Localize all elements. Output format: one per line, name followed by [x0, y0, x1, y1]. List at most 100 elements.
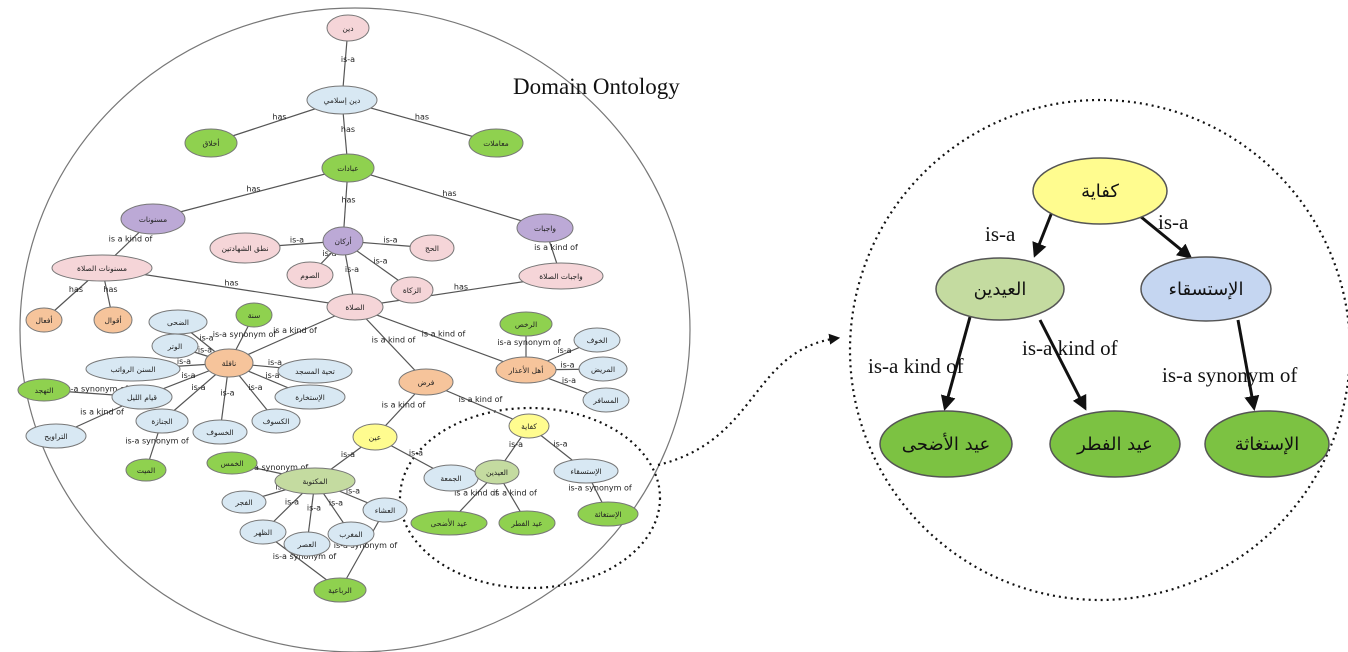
node-shape [410, 510, 488, 536]
node-label: معاملات [483, 139, 508, 148]
node-khawf: الخوف [573, 327, 621, 353]
node-shape [204, 348, 254, 378]
node-label: عين [369, 433, 381, 442]
node-label: الحج [425, 244, 439, 253]
node-mayyit: الميت [125, 458, 167, 482]
node-label: دين إسلامي [324, 96, 361, 105]
node-shape [508, 413, 550, 439]
node-din-islami: دين إسلامي [306, 85, 378, 115]
node-shape [495, 356, 557, 384]
node-sawm: الصوم [286, 261, 334, 289]
zoom-node-shape [1204, 410, 1330, 478]
node-asr: العصر [283, 531, 331, 557]
node-shape [474, 459, 520, 485]
node-qiyam: قيام الليل [111, 384, 173, 410]
node-label: الميت [137, 466, 155, 475]
zoom-node-shape [1032, 157, 1168, 225]
edge-label-istisqa-istighatha: is-a synonym of [568, 484, 632, 493]
node-shape [499, 311, 553, 337]
node-wajibat: واجبات [516, 213, 574, 243]
node-shape [468, 128, 524, 158]
node-label: الجمعة [440, 474, 461, 483]
node-shape [326, 293, 384, 321]
node-isha: العشاء [362, 497, 408, 523]
zoom-edge-label-istisqa-istighatha: is-a synonym of [1162, 363, 1297, 387]
node-label: أقوال [104, 315, 121, 325]
node-label: العصر [297, 540, 317, 549]
zoom-node-istisqa: الإستسقاء [1140, 256, 1272, 322]
edge-label-ayn-jumua: is-a [409, 449, 423, 458]
node-shape [51, 254, 153, 282]
edge-label-masnunat-masnunat_salat: is a kind of [109, 235, 153, 244]
edge-label-eidayn-adha: is a kind of [454, 489, 498, 498]
node-label: الكسوف [263, 417, 290, 426]
node-adha: عيد الأضحى [410, 510, 488, 536]
node-shape [120, 203, 186, 235]
node-eidayn: العيدين [474, 459, 520, 485]
node-label: نافلة [222, 359, 236, 368]
zoom-node-shape [879, 410, 1013, 478]
node-shape [409, 234, 455, 262]
node-aqwal: أقوال [93, 306, 133, 334]
edge-label-ahl_alaadhar-musafir: is-a [562, 376, 576, 385]
edge-label-ahl_alaadhar-rukhas: is-a synonym of [497, 338, 561, 347]
node-rukhas: الرخص [499, 311, 553, 337]
edge-label-maktuba-khams: is-a synonym of [245, 463, 309, 472]
zoom-node-shape [935, 257, 1065, 321]
edge-label-ahl_alaadhar-khawf: is-a [557, 346, 571, 355]
node-label: تحية المسجد [295, 367, 335, 376]
node-label: الجنازة [151, 417, 172, 426]
zoom-node-istighatha: الإستغاثة [1204, 410, 1330, 478]
node-wajibat-salat: واجبات الصلاة [518, 262, 604, 290]
edge-label-nafila-sunan: is-a [177, 357, 191, 366]
edge-label-nafila-qiyam: is-a [181, 371, 195, 380]
node-salat: الصلاة [326, 293, 384, 321]
zoom-edge-kifaya-eidayn [1032, 211, 1054, 258]
node-zuhr: الظهر [239, 519, 287, 545]
node-sunan: السنن الرواتب [85, 356, 181, 382]
node-shape [573, 327, 621, 353]
edge-label-eidayn-fitr: is a kind of [493, 489, 537, 498]
edge-label-nafila-khusuf: is-a [220, 389, 234, 398]
node-label: التهجد [35, 386, 54, 395]
node-istighatha: الإستغاثة [577, 501, 639, 527]
zoom-node-adha: عيد الأضحى [879, 410, 1013, 478]
node-shape [277, 358, 353, 384]
node-label: الضحى [167, 318, 189, 327]
node-label: الخمس [220, 459, 243, 468]
edge-label-zuhr-rubaiya: is-a synonym of [273, 552, 337, 561]
edge-label-salat-nafila: is a kind of [273, 326, 317, 335]
node-label: واجبات الصلاة [539, 272, 583, 281]
edge-label-nafila-tahiyya: is-a [268, 358, 282, 367]
edge-label-wajibat_salat-salat: has [454, 283, 468, 292]
edge-label-arkan-nutq: is-a [290, 236, 304, 245]
zoom-edge-label-kifaya-istisqa: is-a [1158, 210, 1189, 234]
edge-label-masnunat_salat-salat: has [224, 279, 238, 288]
zoom-node-label: الإستغاثة [1235, 434, 1300, 455]
node-shape [184, 128, 238, 158]
node-label: الإستغاثة [595, 510, 622, 519]
edge-salat-nafila [228, 306, 356, 364]
edge-label-din_islami-muamalat: has [415, 113, 429, 122]
ontology-boundary-circle [19, 7, 691, 652]
edge-label-arkan-salat: is-a [345, 265, 359, 274]
zoom-node-label: عيد الفطر [1076, 434, 1153, 455]
zoom-node-label: كفاية [1081, 181, 1119, 202]
node-label: الزكاة [403, 286, 421, 295]
edge-label-fard-kifaya: is a kind of [459, 395, 503, 404]
node-din: دين [326, 14, 370, 42]
node-nafila: نافلة [204, 348, 254, 378]
node-fard: فرض [398, 368, 454, 396]
zoom-node-label: عيد الأضحى [902, 433, 991, 455]
node-label: الخسوف [206, 428, 234, 437]
edge-label-nafila-janaza: is-a [191, 383, 205, 392]
node-ahl-alaadhar: أهل الأعذار [495, 356, 557, 384]
node-shape [577, 501, 639, 527]
edge-label-ibadat-arkan: has [341, 196, 355, 205]
node-label: الرباعية [328, 586, 352, 595]
edge-label-ibadat-wajibat: has [442, 189, 456, 198]
edge-label-masnunat_salat-afal: has [69, 285, 83, 294]
node-shape [322, 226, 364, 256]
node-shape [286, 261, 334, 289]
node-shape [398, 368, 454, 396]
